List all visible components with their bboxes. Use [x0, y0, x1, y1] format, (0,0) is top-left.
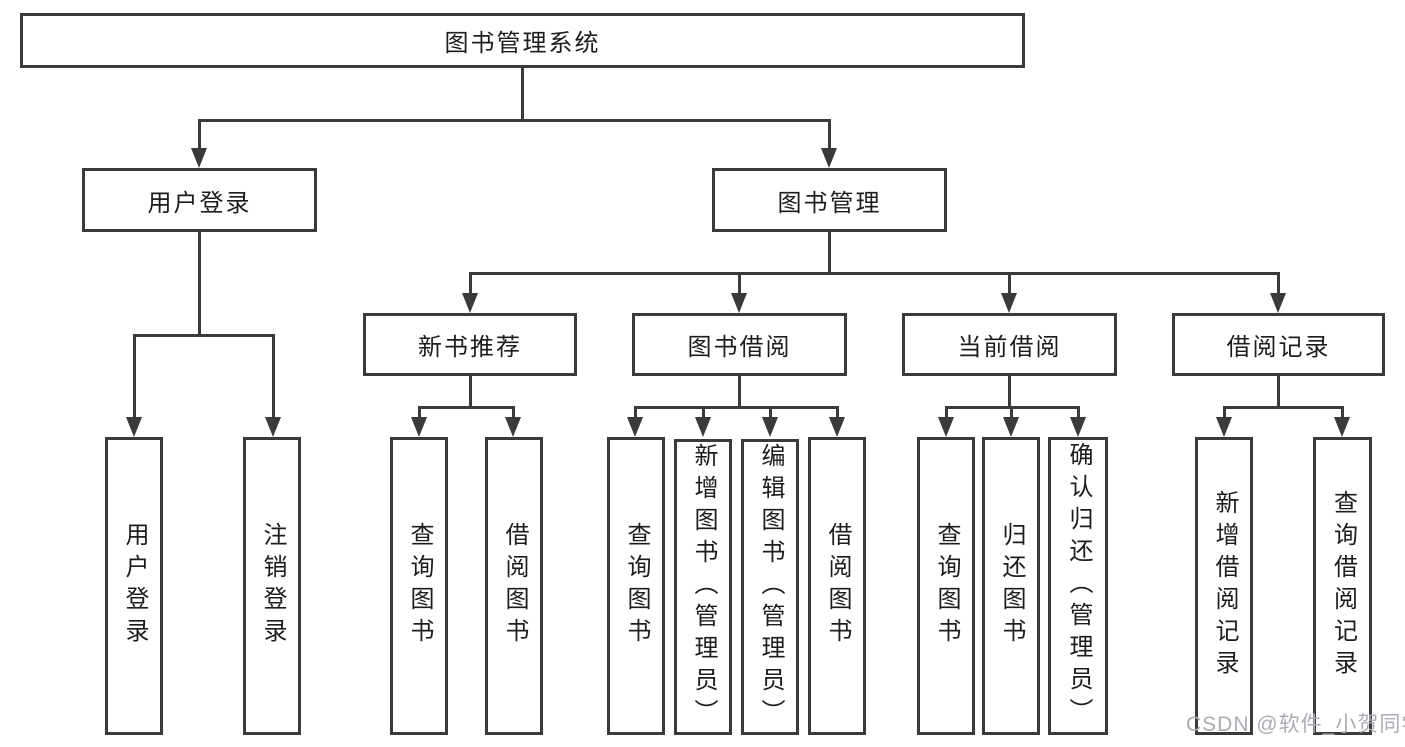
connector-line	[702, 406, 705, 424]
connector-line	[418, 406, 515, 409]
connector-line	[634, 406, 637, 424]
leaf-logout: 注销登录	[243, 437, 301, 735]
arrowhead-icon	[829, 417, 845, 437]
connector-line	[738, 376, 741, 408]
leaf-add-book-admin: 新增图书（管理员）	[674, 439, 732, 735]
arrowhead-icon	[1001, 293, 1017, 313]
arrowhead-icon	[411, 417, 427, 437]
connector-line	[469, 376, 472, 408]
connector-line	[1077, 406, 1080, 424]
connector-line	[512, 406, 515, 424]
connector-line	[1223, 406, 1344, 409]
leaf-add-borrow-record: 新增借阅记录	[1195, 437, 1253, 735]
leaf-query-books-2: 查询图书	[607, 437, 665, 735]
connector-line	[1277, 272, 1280, 300]
connector-line	[198, 232, 201, 336]
leaf-query-books-1: 查询图书	[390, 437, 448, 735]
connector-line	[133, 334, 136, 424]
connector-line	[1223, 406, 1226, 424]
connector-line	[272, 334, 275, 424]
arrowhead-icon	[1070, 417, 1086, 437]
leaf-user-login: 用户登录	[105, 437, 163, 735]
connector-line	[945, 406, 948, 424]
connector-line	[198, 119, 831, 122]
connector-line	[738, 272, 741, 300]
node-new-book-recommend: 新书推荐	[363, 313, 577, 376]
arrowhead-icon	[731, 293, 747, 313]
arrowhead-icon	[126, 417, 142, 437]
node-current-borrow: 当前借阅	[902, 313, 1117, 376]
connector-line	[634, 406, 839, 409]
connector-line	[133, 334, 275, 337]
arrowhead-icon	[191, 148, 207, 168]
arrowhead-icon	[938, 417, 954, 437]
connector-line	[828, 119, 831, 155]
leaf-query-borrow-record: 查询借阅记录	[1313, 437, 1372, 735]
connector-line	[1277, 376, 1280, 408]
csdn-watermark: CSDN @软件_小贺同学	[1186, 713, 1405, 736]
leaf-query-books-3: 查询图书	[917, 437, 975, 735]
leaf-edit-book-admin: 编辑图书（管理员）	[741, 439, 799, 735]
connector-line	[1010, 406, 1013, 424]
connector-line	[836, 406, 839, 424]
node-book-management: 图书管理	[712, 168, 947, 232]
arrowhead-icon	[505, 417, 521, 437]
arrowhead-icon	[627, 417, 643, 437]
connector-line	[1008, 272, 1011, 300]
connector-line	[521, 68, 524, 121]
leaf-borrow-books-2: 借阅图书	[808, 437, 866, 735]
arrowhead-icon	[1334, 417, 1350, 437]
connector-line	[769, 406, 772, 424]
node-root-label: 图书管理系统	[444, 30, 601, 57]
node-book-borrow: 图书借阅	[632, 313, 847, 376]
arrowhead-icon	[821, 148, 837, 168]
connector-line	[1341, 406, 1344, 424]
arrowhead-icon	[1216, 417, 1232, 437]
leaf-return-book: 归还图书	[982, 437, 1040, 735]
connector-line	[469, 272, 1280, 275]
arrowhead-icon	[265, 417, 281, 437]
arrowhead-icon	[695, 417, 711, 437]
node-root: 图书管理系统	[20, 13, 1025, 68]
connector-line	[828, 232, 831, 274]
arrowhead-icon	[1270, 293, 1286, 313]
connector-line	[1008, 376, 1011, 408]
connector-line	[198, 119, 201, 155]
leaf-confirm-return-admin: 确认归还（管理员）	[1048, 437, 1108, 735]
node-user-login: 用户登录	[82, 168, 317, 232]
arrowhead-icon	[1003, 417, 1019, 437]
arrowhead-icon	[762, 417, 778, 437]
node-borrow-records: 借阅记录	[1172, 313, 1385, 376]
connector-line	[418, 406, 421, 424]
arrowhead-icon	[462, 293, 478, 313]
leaf-borrow-books-1: 借阅图书	[485, 437, 543, 735]
connector-line	[469, 272, 472, 300]
